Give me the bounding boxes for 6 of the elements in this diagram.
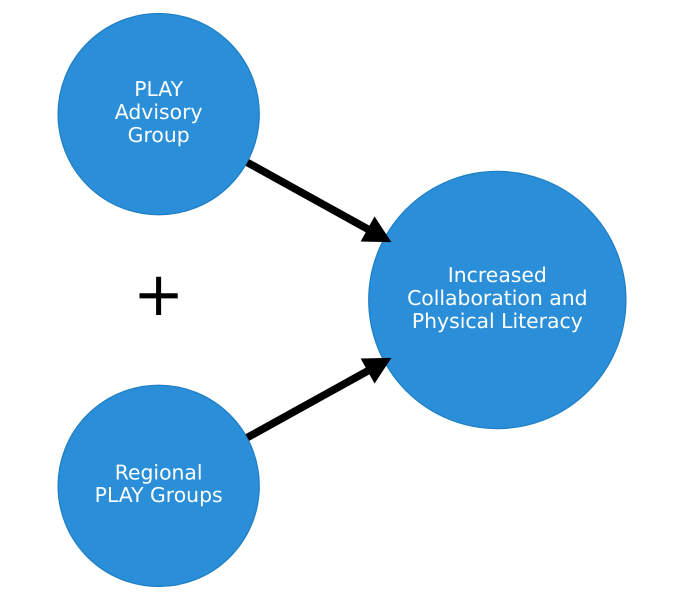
node-circle: PLAY Advisory Group bbox=[57, 12, 260, 216]
label: + bbox=[133, 259, 184, 330]
node-circle: Increased Collaboration and Physical Literacy bbox=[368, 170, 627, 430]
arrow bbox=[246, 358, 392, 441]
node-circle: Regional PLAY Groups bbox=[57, 384, 260, 588]
arrow bbox=[246, 159, 392, 242]
